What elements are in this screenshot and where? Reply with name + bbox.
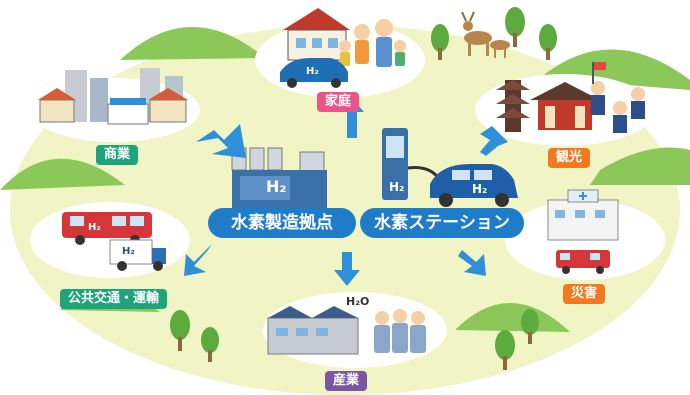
transport-label: 公共交通・運輸 [60, 289, 168, 309]
commerce-label: 商業 [96, 145, 139, 165]
arrow-down [334, 252, 360, 286]
students-illustration [591, 62, 645, 133]
station-h2-mark: H₂ [389, 180, 405, 194]
arrow-down-left [184, 244, 212, 276]
hydrogen-production-hub-label: 水素製造拠点 [208, 208, 356, 238]
disaster-bus-illustration [556, 250, 610, 274]
hill-left [0, 158, 125, 190]
temple-illustration [530, 82, 600, 130]
arrow-up-left [196, 124, 246, 158]
car-h2-mark: H₂ [472, 182, 488, 196]
bus-h2-mark: H₂ [88, 222, 101, 233]
city-buildings [38, 68, 188, 125]
hill-bottom-right [455, 302, 570, 332]
industry-label: 産業 [325, 371, 368, 391]
home-car-h2-mark: H₂ [306, 66, 319, 77]
tourism-label: 観光 [548, 148, 591, 168]
hospital-illustration [547, 189, 619, 241]
truck-illustration [109, 239, 166, 271]
house-illustration [283, 8, 350, 61]
hill-right [590, 147, 690, 185]
workers-illustration [374, 309, 426, 353]
trees [170, 7, 557, 370]
pagoda-illustration [496, 80, 530, 132]
home-label: 家庭 [317, 92, 360, 112]
deer-illustration [461, 11, 510, 58]
truck-h2-mark: H₂ [122, 246, 135, 257]
arrow-up-right [480, 126, 508, 156]
home-fuel-cell-car [280, 58, 348, 88]
family-illustration [339, 19, 406, 67]
factory-illustration [267, 306, 359, 355]
fuel-cell-car-illustration [430, 164, 518, 207]
industry-h2o-mark: H₂O [346, 295, 370, 308]
hydrogen-station-illustration [382, 128, 442, 200]
arrow-down-right [458, 250, 486, 276]
plant-h2-mark: H₂ [266, 177, 287, 196]
hill-top-left [120, 26, 265, 60]
disaster-label: 災害 [563, 284, 606, 304]
hydrogen-station-hub-label: 水素ステーション [360, 208, 524, 238]
